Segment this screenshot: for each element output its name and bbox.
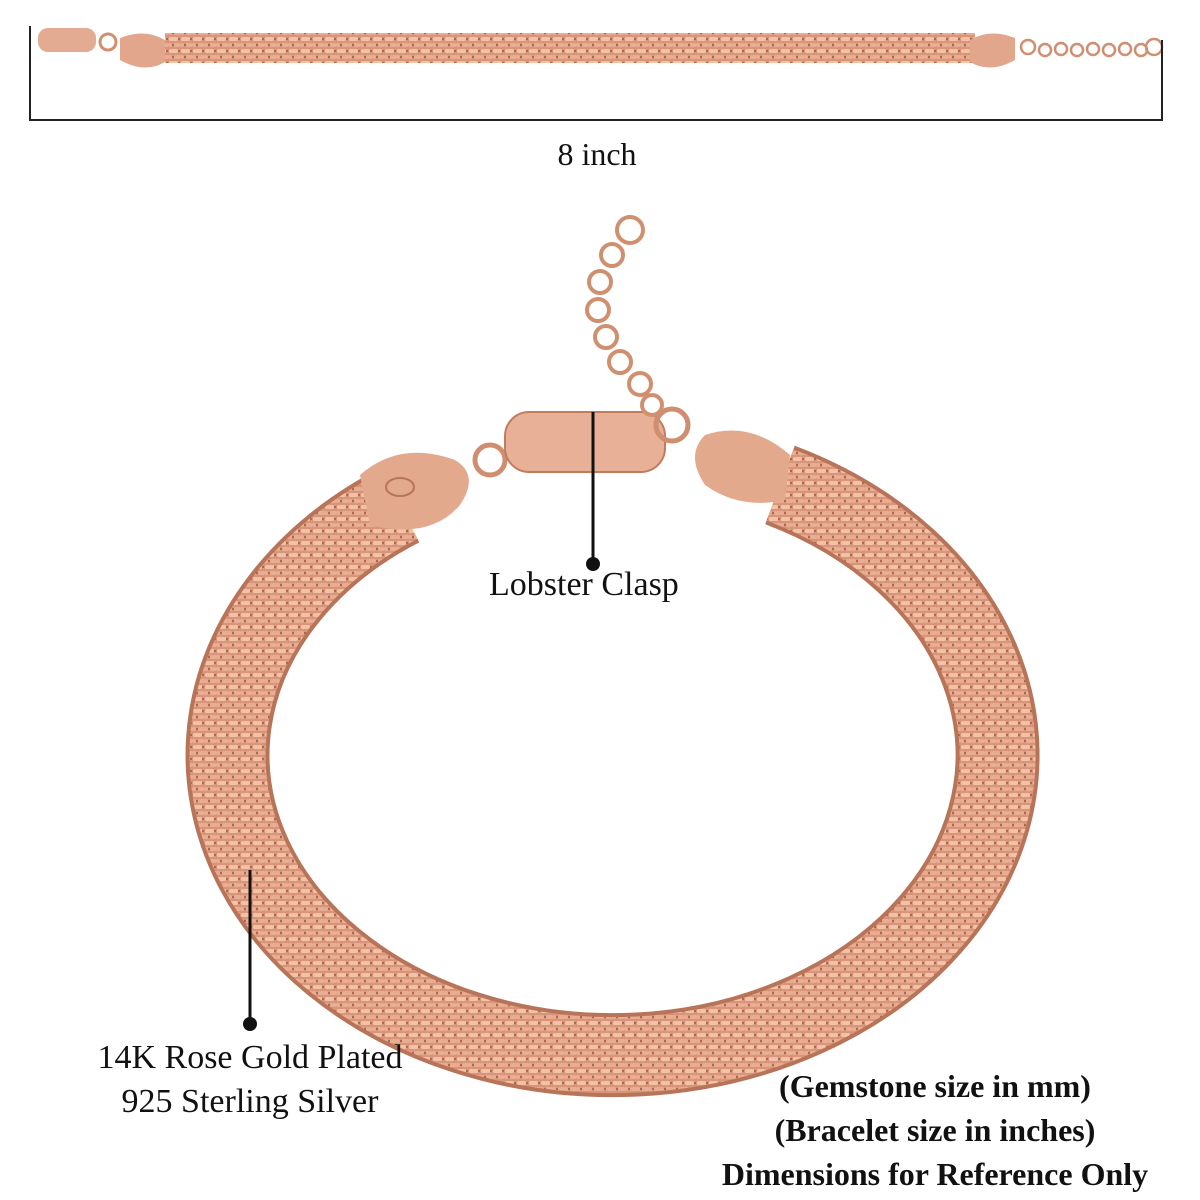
- end-cap-left: [120, 33, 165, 68]
- metal-line-2: 925 Sterling Silver: [121, 1083, 379, 1120]
- end-cap-right: [970, 33, 1015, 68]
- flat-bracelet: [38, 28, 1164, 68]
- note-reference: Dimensions for Reference Only: [721, 1156, 1149, 1192]
- round-bracelet: [185, 215, 1040, 1098]
- extension-chain: [585, 215, 664, 417]
- clasp-flat: [38, 28, 96, 52]
- clasp-callout: Lobster Clasp: [489, 566, 679, 603]
- callout-pointers: [243, 412, 600, 1031]
- end-cap-left: [360, 452, 469, 530]
- reference-notes: (Gemstone size in mm) (Bracelet size in …: [675, 1064, 1195, 1196]
- length-label: 8 inch: [557, 136, 637, 172]
- measure-bracket: [29, 26, 1163, 121]
- metal-callout: 14K Rose Gold Plated 925 Sterling Silver: [50, 1036, 450, 1124]
- end-cap-right: [695, 430, 790, 503]
- note-bracelet: (Bracelet size in inches): [774, 1112, 1096, 1148]
- note-gemstone: (Gemstone size in mm): [779, 1068, 1091, 1104]
- extension-chain: [1019, 37, 1164, 58]
- lobster-clasp: [504, 411, 666, 473]
- metal-line-1: 14K Rose Gold Plated: [97, 1039, 403, 1076]
